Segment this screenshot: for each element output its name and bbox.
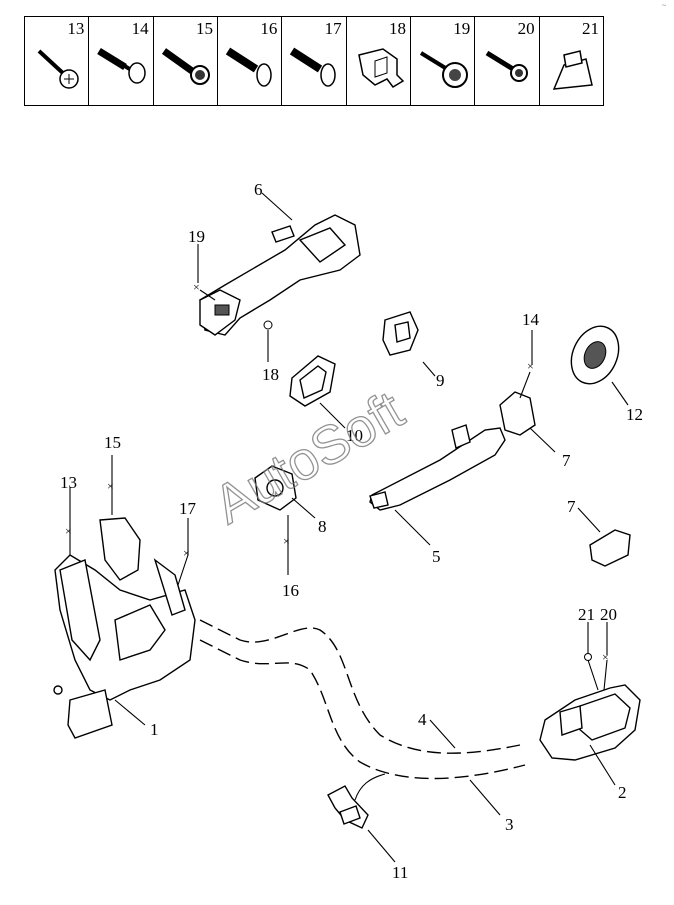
legend-cell-17: 17 — [282, 17, 347, 105]
fastener-markers: × × × × × × × — [65, 280, 609, 664]
legend-cell-18: 18 — [347, 17, 411, 105]
legend-cell-16: 16 — [218, 17, 283, 105]
flange-bolt-icon — [161, 48, 210, 85]
fastener-legend-table: 13 14 15 16 17 — [24, 16, 604, 106]
svg-text:×: × — [283, 534, 290, 548]
legend-number: 18 — [388, 19, 406, 38]
callout-16: 16 — [282, 581, 299, 600]
callout-4: 4 — [418, 710, 427, 729]
callout-13: 13 — [60, 473, 77, 492]
plastic-rivet-icon — [552, 50, 593, 90]
callout-8: 8 — [318, 517, 327, 536]
corner-mark: ~ — [662, 1, 667, 10]
legend-cell-13: 13 — [25, 17, 90, 105]
svg-text:×: × — [193, 280, 200, 294]
callout-1: 1 — [150, 720, 159, 739]
shoulder-bolt-icon — [97, 48, 147, 84]
legend-number: 19 — [453, 19, 471, 38]
cable-3 — [199, 639, 526, 780]
callout-12: 12 — [626, 405, 643, 424]
callout-3: 3 — [505, 815, 514, 834]
svg-text:×: × — [602, 650, 609, 664]
legend-number: 21 — [581, 19, 599, 38]
callout-7-upper: 7 — [562, 451, 571, 470]
callout-9: 9 — [436, 371, 445, 390]
inside-handle-part — [539, 684, 641, 761]
handle-bracket-part — [254, 465, 297, 511]
legend-number: 15 — [195, 19, 213, 38]
callout-17: 17 — [179, 499, 197, 518]
cable-clip-part — [327, 785, 369, 829]
clip-nut-icon — [357, 48, 404, 88]
callout-19: 19 — [188, 227, 205, 246]
end-cap-upper-part — [499, 391, 536, 436]
callout-6: 6 — [254, 180, 263, 199]
pan-head-screw-icon — [37, 49, 79, 89]
callout-7-lower: 7 — [567, 497, 576, 516]
callout-14: 14 — [522, 310, 540, 329]
legend-number: 14 — [131, 19, 149, 38]
callout-5: 5 — [432, 547, 441, 566]
svg-text:×: × — [65, 524, 72, 538]
callout-10: 10 — [346, 426, 363, 445]
legend-number: 17 — [324, 19, 342, 38]
outside-handle-part — [369, 424, 506, 511]
legend-cell-14: 14 — [89, 17, 154, 105]
legend-cell-19: 19 — [411, 17, 476, 105]
cable-4 — [199, 619, 521, 754]
legend-number: 20 — [517, 19, 535, 38]
countersunk-screw-icon — [290, 47, 337, 87]
door-lock-assembly-part — [53, 517, 196, 739]
svg-text:×: × — [183, 546, 190, 560]
legend-cell-21: 21 — [540, 17, 603, 105]
callout-18: 18 — [262, 365, 279, 384]
end-cap-lower-part — [589, 529, 631, 567]
callout-11: 11 — [392, 863, 408, 882]
svg-text:×: × — [527, 359, 534, 373]
callout-20: 20 — [600, 605, 617, 624]
legend-number: 13 — [67, 19, 85, 38]
svg-text:×: × — [107, 479, 114, 493]
callout-15: 15 — [104, 433, 121, 452]
callout-21: 21 — [578, 605, 595, 624]
handle-frame-part — [199, 214, 361, 336]
callout-2: 2 — [618, 783, 627, 802]
washer-screw-icon — [419, 51, 468, 88]
legend-cell-15: 15 — [154, 17, 218, 105]
lock-cylinder-escutcheon-part — [570, 325, 620, 385]
legend-number: 16 — [260, 19, 278, 38]
countersunk-screw-icon — [225, 47, 272, 87]
legend-cell-20: 20 — [475, 17, 540, 105]
leader-lines — [69, 192, 629, 863]
tapping-screw-icon — [485, 50, 529, 82]
